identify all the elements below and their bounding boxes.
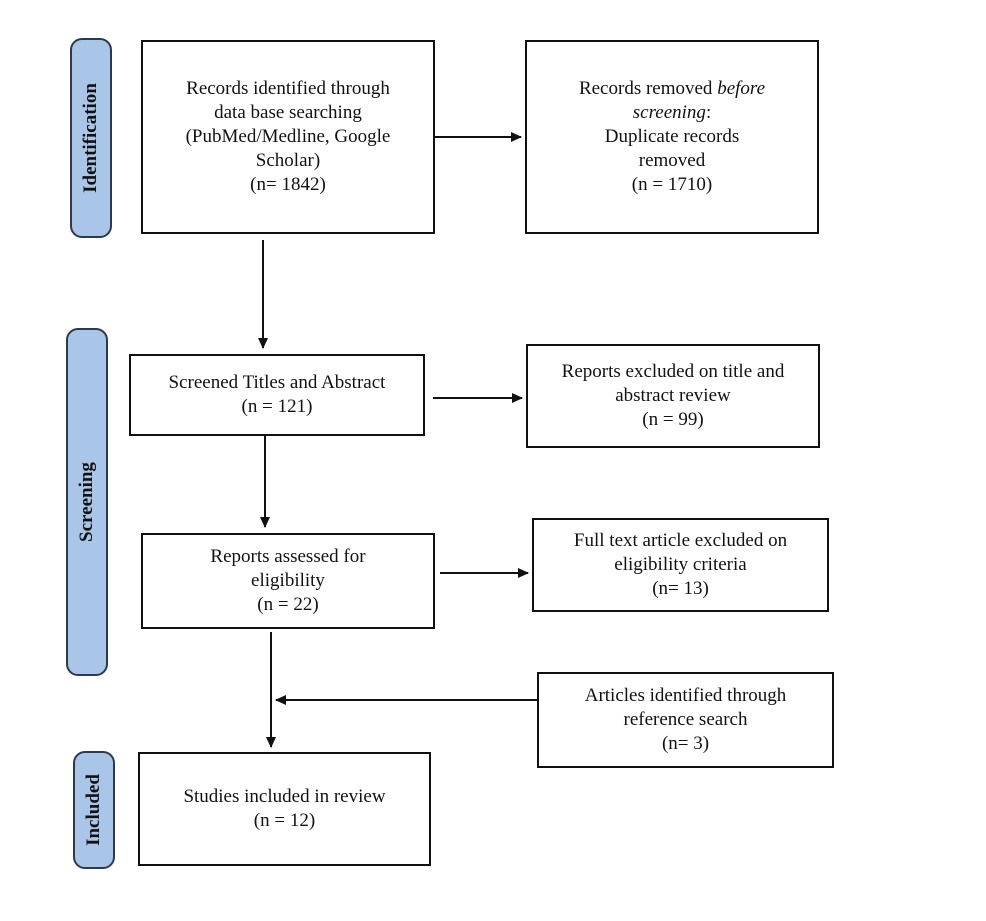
box-records-removed: Records removed before screening: Duplic… xyxy=(525,40,819,234)
count-text: (n= 3) xyxy=(661,733,710,754)
text-line: Scholar) xyxy=(255,150,321,171)
text-segment: Records removed xyxy=(578,78,718,99)
text-line: Records removed before xyxy=(579,77,765,101)
box-records-identified: Records identified through data base sea… xyxy=(141,40,435,234)
box-screened: Screened Titles and Abstract (n = 121) xyxy=(129,354,425,436)
count-text: (n = 121) xyxy=(241,396,313,417)
box-excluded-fulltext: Full text article excluded on eligibilit… xyxy=(532,518,829,612)
box-studies-included: Studies included in review (n = 12) xyxy=(138,752,431,866)
count-text: (n = 1710) xyxy=(631,174,713,195)
text-line: eligibility criteria xyxy=(614,554,747,575)
text-line: (PubMed/Medline, Google xyxy=(185,126,391,147)
text-line: data base searching xyxy=(214,102,362,123)
count-text: (n = 12) xyxy=(253,810,316,831)
count-text: (n= 13) xyxy=(652,578,709,599)
text-segment: : xyxy=(705,102,712,123)
phase-identification: Identification xyxy=(70,38,112,238)
count-text: (n = 99) xyxy=(642,409,704,430)
box-excluded-title-abstract: Reports excluded on title and abstract r… xyxy=(526,344,820,448)
text-line: eligibility xyxy=(251,570,325,591)
text-line: Full text article excluded on xyxy=(573,530,788,551)
phase-included: Included xyxy=(73,751,115,869)
text-line: abstract review xyxy=(615,385,731,406)
text-line: Studies included in review xyxy=(183,786,386,807)
text-line: Articles identified through xyxy=(584,685,787,706)
text-line: Records identified through xyxy=(186,78,390,99)
box-reference-search: Articles identified through reference se… xyxy=(537,672,834,768)
count-text: (n = 22) xyxy=(257,594,319,615)
text-line: Screened Titles and Abstract xyxy=(168,372,386,393)
phase-screening: Screening xyxy=(66,328,108,676)
text-line: Duplicate records xyxy=(604,126,740,147)
text-emphasis: screening xyxy=(632,102,706,123)
text-line: removed xyxy=(638,150,706,171)
text-line: Reports assessed for xyxy=(210,546,366,567)
text-line: Reports excluded on title and xyxy=(561,361,785,382)
count-text: (n= 1842) xyxy=(250,174,326,195)
text-emphasis: before xyxy=(717,78,766,99)
box-reports-assessed: Reports assessed for eligibility (n = 22… xyxy=(141,533,435,629)
text-line: screening: xyxy=(579,101,765,125)
text-line: reference search xyxy=(623,709,748,730)
